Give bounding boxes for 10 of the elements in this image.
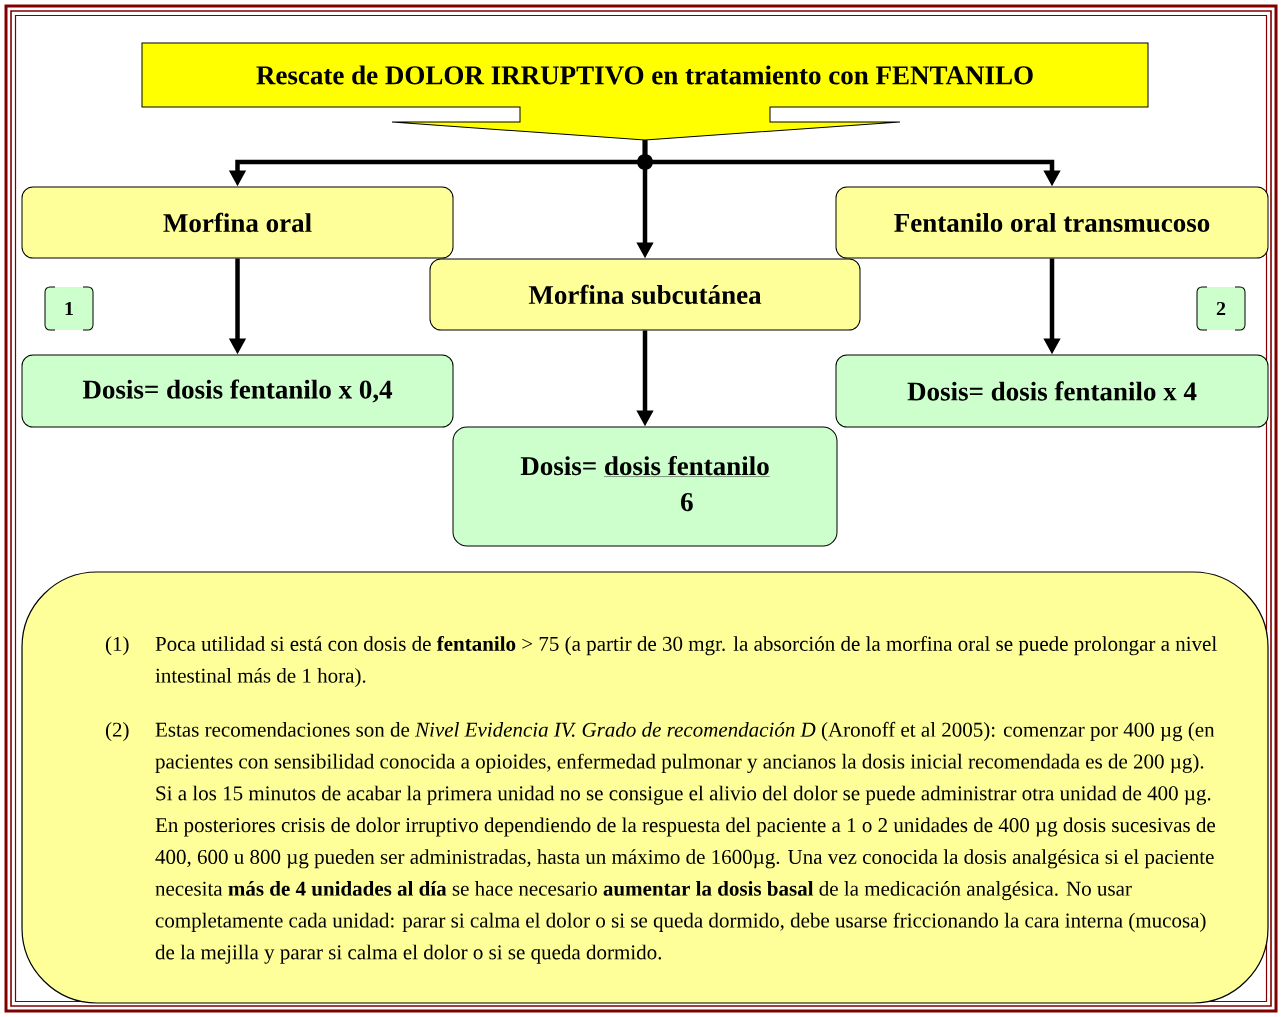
title-callout: Rescate de DOLOR IRRUPTIVO en tratamiento con FENTANILO bbox=[141, 42, 1149, 141]
notes-box: (1) Poca utilidad si está con dosis de fentanilo > 75 (a partir de 30 mgr. la absorción de la morfina oral se puede prolongar a nivel intestinal más de 1 hora). (2) Estas recomendaciones son de Nivel Evidencia IV. Grado de recomendación D (Aronoff et al 2005): comenzar por 400 µg (en pacientes con sensibilidad conocida a opioides, enfermedad pulmonar y ancianos la dosis inicial recomendada es de 200 µg). Si a los 15 minutos de acabar la primera unidad no se consigue el alivio del dolor se puede administrar otra unidad de 400 µg. En posteriores crisis de dolor irruptivo dependiendo de la respuesta del paciente a 1 o 2 unidades de 400 µg dosis sucesivas de 400, 600 u 800 µg pueden ser administradas, hasta un máximo de 1600µg. Una vez conocida la dosis analgésica si el paciente necesita más de 4 unidades al día se hace necesario aumentar la dosis basal de la medicación analgésica. No usar completamente cada unidad: parar si calma el dolor o si se queda dormido, debe usarse friccionando la cara interna (mucosa) de la mejilla y parar si calma el dolor o si se queda dormido. bbox=[21, 571, 1269, 1004]
process-box: Dosis= dosis fentanilo x 0,4 bbox=[21, 354, 454, 428]
process-box: Fentanilo oral transmucoso bbox=[835, 186, 1269, 259]
process-box: Morfina subcutánea bbox=[429, 258, 861, 331]
process-box: Morfina oral bbox=[21, 186, 454, 259]
process-box: Dosis= dosis fentanilo x 4 bbox=[835, 354, 1269, 428]
formula-box: Dosis= dosis fentanilo 6 bbox=[452, 426, 838, 547]
note-number: 1 bbox=[44, 286, 94, 331]
note-number: 2 bbox=[1196, 286, 1246, 331]
